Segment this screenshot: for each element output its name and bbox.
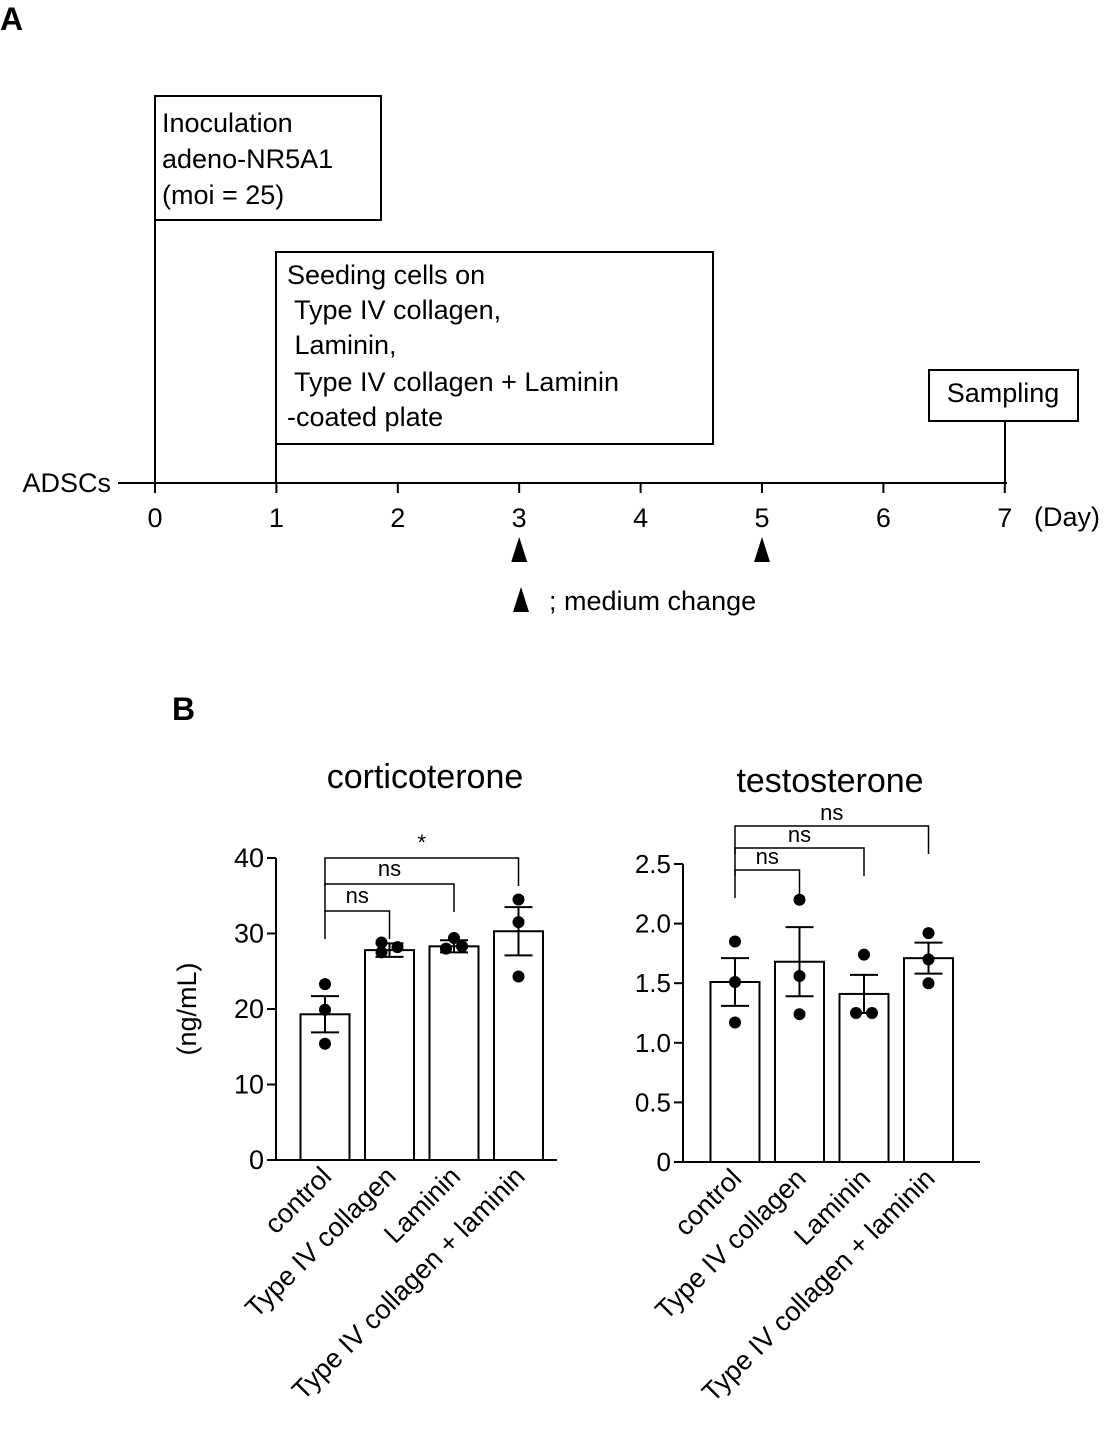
- day-tick-label: 4: [633, 503, 648, 533]
- data-point: [729, 1016, 741, 1029]
- significance-bracket: [324, 910, 391, 939]
- y-tick-label: 1.5: [635, 968, 671, 998]
- significance-bracket: [734, 869, 801, 898]
- y-tick-label: 0.5: [635, 1087, 671, 1117]
- data-point: [866, 1007, 878, 1019]
- data-point: [375, 936, 388, 949]
- data-point: [319, 978, 331, 991]
- data-point: [793, 893, 806, 906]
- data-point: [512, 916, 525, 929]
- medium-change-arrowhead-icon: [511, 537, 528, 562]
- timeline-day-ticks: 0 1 2 3 4 5 6 7: [147, 483, 1012, 533]
- inoculation-line-2: adeno-NR5A1: [162, 144, 333, 174]
- significance-label: ns: [378, 856, 401, 881]
- significance-label: ns: [756, 844, 779, 869]
- y-tick-label: 0: [657, 1147, 671, 1177]
- data-point: [456, 940, 468, 953]
- timeline-unit-label: (Day): [1034, 502, 1100, 532]
- chart-title: corticoterone: [327, 758, 524, 796]
- seeding-line-3: Laminin,: [287, 330, 397, 360]
- sampling-label: Sampling: [947, 378, 1060, 408]
- seeding-line-4: Type IV collagen + Laminin: [287, 367, 619, 397]
- y-tick-label: 10: [234, 1070, 264, 1100]
- inoculation-box: [154, 95, 382, 221]
- data-point: [319, 1003, 331, 1016]
- data-point: [512, 893, 525, 906]
- significance-label: ns: [820, 800, 843, 825]
- bar: [493, 930, 544, 1161]
- testosterone-chart: testosterone00.51.01.52.02.5controlType …: [635, 762, 980, 1408]
- bar: [709, 981, 761, 1163]
- legend-arrowhead-icon: [513, 587, 529, 612]
- significance-bracket: [734, 825, 930, 854]
- data-point: [729, 976, 741, 989]
- y-tick-label: 30: [234, 919, 264, 949]
- y-tick-label: 20: [234, 994, 264, 1024]
- significance-label: ns: [346, 883, 369, 908]
- data-point: [375, 946, 388, 959]
- data-point: [793, 970, 806, 983]
- y-tick-label: 40: [234, 843, 264, 873]
- y-tick-label: 0: [249, 1145, 264, 1175]
- timeline-panel: A ADSCs (Day) 0 1 2 3 4 5 6 7 Inoculation adeno…: [0, 1, 1100, 616]
- bar: [903, 957, 954, 1164]
- medium-change-arrowhead-icon: [754, 537, 770, 562]
- seeding-line-5: -coated plate: [287, 402, 443, 432]
- medium-change-markers: [511, 537, 770, 562]
- data-point: [858, 948, 870, 961]
- timeline-axis-label: ADSCs: [22, 468, 111, 498]
- bar: [838, 992, 890, 1163]
- data-point: [448, 932, 460, 945]
- bar: [364, 949, 415, 1161]
- significance-bracket: [324, 857, 520, 886]
- day-tick-label: 6: [876, 503, 891, 533]
- y-tick-label: 2.0: [635, 909, 671, 939]
- y-tick-label: 2.5: [635, 849, 671, 879]
- sampling-box: [928, 369, 1079, 422]
- significance-label: ns: [788, 822, 811, 847]
- significance-label: *: [417, 830, 426, 855]
- significance-bracket: [324, 883, 455, 912]
- panel-a-label: A: [0, 1, 23, 37]
- bar: [428, 945, 480, 1162]
- inoculation-line-1: Inoculation: [162, 108, 293, 138]
- inoculation-line-3: (moi = 25): [162, 180, 284, 210]
- data-point: [729, 935, 741, 948]
- data-point: [922, 927, 935, 940]
- day-tick-label: 0: [147, 503, 162, 533]
- day-tick-label: 3: [512, 503, 527, 533]
- day-tick-label: 1: [269, 503, 284, 533]
- data-point: [512, 970, 525, 983]
- data-point: [319, 1037, 331, 1050]
- data-point: [850, 1007, 862, 1019]
- legend-text: ; medium change: [549, 586, 756, 616]
- day-tick-label: 7: [997, 503, 1012, 533]
- data-point: [922, 953, 935, 966]
- data-point: [440, 942, 452, 955]
- data-point: [922, 977, 935, 990]
- seeding-line-1: Seeding cells on: [287, 260, 485, 290]
- significance-bracket: [734, 847, 865, 876]
- day-tick-label: 5: [754, 503, 769, 533]
- panel-b-label: B: [172, 691, 195, 727]
- seeding-box: [275, 251, 714, 445]
- bar: [299, 1013, 351, 1161]
- y-tick-label: 1.0: [635, 1028, 671, 1058]
- data-point: [793, 1008, 806, 1021]
- corticosterone-chart: corticoterone(ng/mL)010203040controlType…: [172, 758, 557, 1406]
- y-axis-label: (ng/mL): [172, 962, 202, 1055]
- chart-title: testosterone: [736, 762, 923, 800]
- data-point: [391, 941, 404, 954]
- day-tick-label: 2: [390, 503, 405, 533]
- seeding-line-2: Type IV collagen,: [287, 295, 501, 325]
